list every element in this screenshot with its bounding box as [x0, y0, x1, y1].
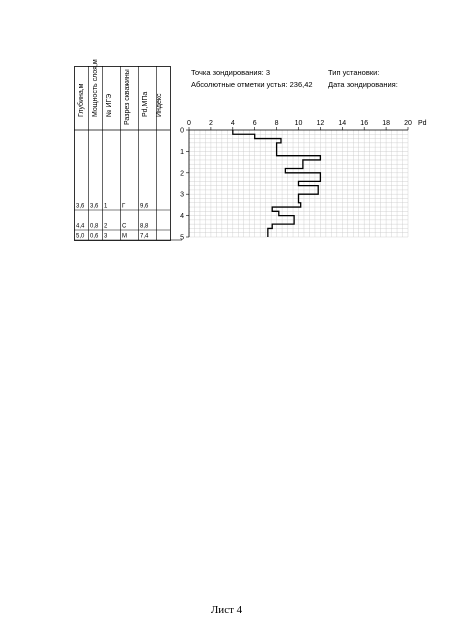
- x-tick-label: 6: [253, 120, 257, 127]
- x-tick-label: 8: [275, 120, 279, 127]
- grid: [188, 129, 409, 238]
- y-tick-label: 4: [180, 213, 184, 220]
- y-tick-label: 3: [180, 192, 184, 199]
- x-axis-label: Pd: [418, 120, 427, 127]
- table-border: [74, 66, 171, 241]
- table-cell: 8,8: [140, 224, 149, 230]
- table-cell: 3: [104, 234, 108, 240]
- x-tick-label: 10: [295, 120, 303, 127]
- sounding-point-label: Точка зондирования: 3: [191, 68, 270, 77]
- table-cell: 2: [104, 224, 108, 230]
- y-tick-label: 2: [180, 170, 184, 177]
- table-cell: Г: [122, 204, 126, 210]
- y-tick-label: 5: [180, 235, 184, 242]
- sheet-number: Лист 4: [210, 604, 243, 616]
- table-cell: 0,6: [90, 234, 99, 240]
- x-tick-label: 2: [209, 120, 213, 127]
- installation-type-label: Тип установки:: [328, 68, 380, 77]
- y-tick-label: 0: [180, 128, 184, 135]
- pd-profile-line: [232, 130, 322, 237]
- x-tick-label: 14: [338, 120, 346, 127]
- table-cell: 7,4: [140, 234, 149, 240]
- table-cell: С: [122, 224, 127, 230]
- table-cell: 0,8: [90, 224, 99, 230]
- table-cell: 1: [104, 204, 108, 210]
- table-cell: 9,6: [140, 204, 149, 210]
- x-tick-label: 12: [317, 120, 325, 127]
- x-tick-label: 0: [187, 120, 191, 127]
- x-tick-label: 4: [231, 120, 235, 127]
- y-tick-label: 1: [180, 149, 184, 156]
- x-tick-label: 20: [404, 120, 412, 127]
- sounding-date-label: Дата зондирования:: [328, 80, 398, 89]
- x-tick-label: 18: [382, 120, 390, 127]
- wellhead-elevation-label: Абсолютные отметки устья: 236,42: [191, 80, 313, 89]
- table-cell: 5,0: [76, 234, 85, 240]
- x-tick-label: 16: [360, 120, 368, 127]
- table-cell: М: [122, 234, 127, 240]
- table-cell: 4,4: [76, 224, 85, 230]
- table-cell: 3,6: [76, 204, 85, 210]
- table-cell: 3,6: [90, 204, 99, 210]
